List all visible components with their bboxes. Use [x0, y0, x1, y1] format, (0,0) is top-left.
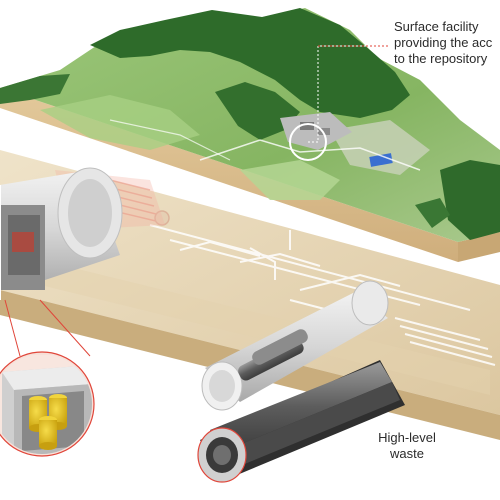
- surface-block: [0, 8, 500, 262]
- forest: [90, 8, 410, 118]
- detail-leader: [4, 299, 91, 357]
- emplacement-tunnels: [109, 179, 170, 226]
- waste-container-detail: [0, 351, 95, 457]
- surface-facility-label: Surface facility providing the acc to th…: [394, 19, 492, 67]
- canister: [252, 329, 308, 365]
- pond: [369, 153, 393, 167]
- tunnel-network: [149, 224, 496, 366]
- high-level-waste-line-2: waste: [390, 446, 424, 461]
- surface-facility-line-3: to the repository: [394, 51, 488, 66]
- high-level-waste-line-1: High-level: [378, 430, 436, 445]
- tunnel-cutaway: [0, 167, 123, 300]
- surface-facility-marker: [289, 45, 388, 161]
- hlw-canister: [197, 360, 405, 483]
- surface-facility-line-1: Surface facility: [394, 19, 479, 34]
- high-level-waste-label: High-level waste: [372, 430, 442, 462]
- surface-facility-line-2: providing the acc: [394, 35, 493, 50]
- tunnel-section-canisters: [201, 280, 389, 411]
